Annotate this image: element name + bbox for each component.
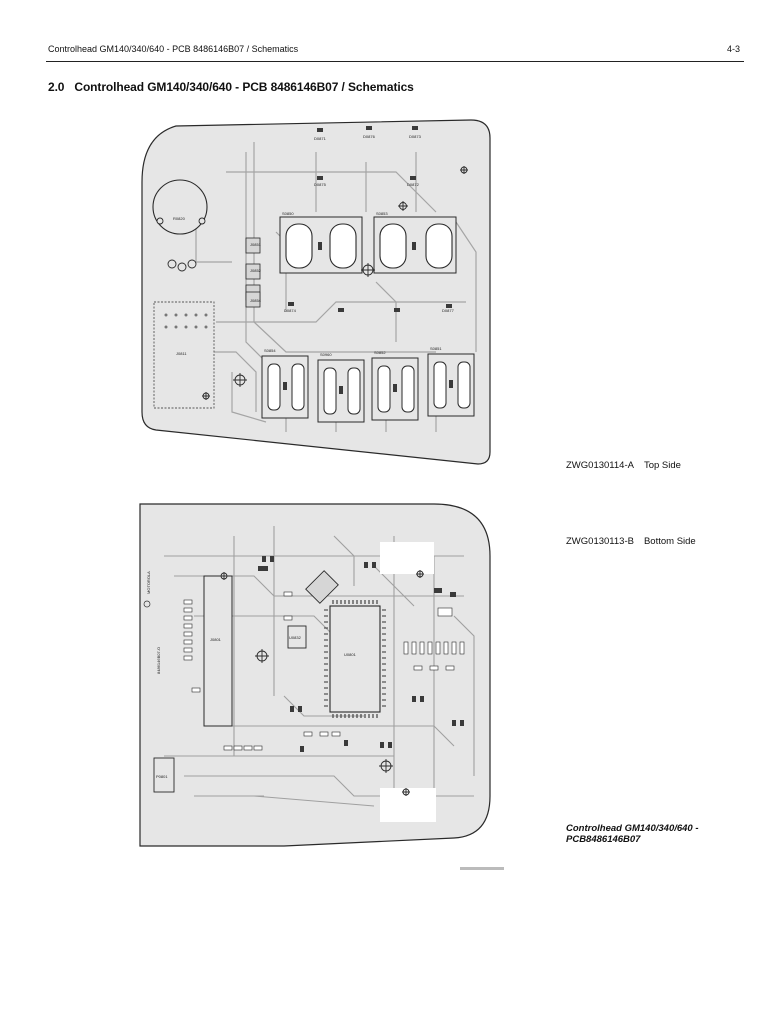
ref-p0801: P0801 bbox=[156, 774, 168, 779]
ref-board-number: 8486146B07-O bbox=[156, 647, 161, 674]
page-number: 4-3 bbox=[726, 44, 740, 54]
j0851-jumper bbox=[245, 237, 261, 254]
ref-d0877: D0877 bbox=[442, 308, 455, 313]
ref-d0872: D0872 bbox=[407, 182, 420, 187]
u0801-mcu bbox=[329, 605, 381, 713]
fine-print-mark bbox=[460, 867, 504, 870]
bottom-side-caption: ZWG0130113-B Bottom Side bbox=[566, 536, 696, 547]
ref-j0851: J0851 bbox=[250, 242, 262, 247]
board-outline-bottom bbox=[139, 503, 491, 847]
pcb-top-side-drawing: R0820 J0851 J0852 J0854 J0811 S0850 S085… bbox=[141, 119, 491, 465]
top-side-label: Top Side bbox=[643, 460, 681, 471]
ref-j0852: J0852 bbox=[250, 268, 262, 273]
p0801-connector bbox=[153, 757, 175, 793]
ref-j0801: J0801 bbox=[210, 637, 222, 642]
r0820-pot bbox=[152, 179, 208, 235]
ref-j0854: J0854 bbox=[250, 298, 262, 303]
section-number: 2.0 bbox=[48, 80, 65, 94]
j0811-connector bbox=[153, 301, 215, 409]
ref-s0960: S0960 bbox=[320, 352, 332, 357]
ref-s0851: S0851 bbox=[430, 346, 442, 351]
ref-j0811: J0811 bbox=[176, 351, 187, 356]
top-side-drawing-id: ZWG0130114-A bbox=[566, 460, 634, 471]
ref-r0820: R0820 bbox=[173, 216, 186, 221]
ref-u0832: U0832 bbox=[289, 635, 302, 640]
ref-s0852: S0852 bbox=[374, 350, 386, 355]
ref-d0875: D0875 bbox=[314, 182, 327, 187]
ref-u0801: U0801 bbox=[344, 652, 357, 657]
ref-s0853: S0853 bbox=[376, 211, 388, 216]
top-side-caption: ZWG0130114-A Top Side bbox=[566, 460, 681, 471]
section-heading: 2.0 Controlhead GM140/340/640 - PCB 84861… bbox=[48, 80, 414, 94]
pcb-bottom-side-drawing: MOTOROLA 8486146B07-O J0801 P0801 U0801 … bbox=[139, 503, 491, 847]
ref-d0871: D0871 bbox=[314, 136, 327, 141]
ref-d0876: D0876 bbox=[363, 134, 376, 139]
ref-d0873: D0873 bbox=[409, 134, 422, 139]
u0832-chip bbox=[287, 625, 307, 649]
j0801-connector bbox=[203, 575, 233, 727]
header-rule bbox=[46, 61, 744, 62]
ref-d0874: D0874 bbox=[284, 308, 297, 313]
running-header-title: Controlhead GM140/340/640 - PCB 8486146B… bbox=[48, 44, 299, 54]
ref-motorola: MOTOROLA bbox=[146, 571, 151, 594]
bottom-side-label: Bottom Side bbox=[643, 536, 696, 547]
bottom-side-drawing-id: ZWG0130113-B bbox=[566, 536, 634, 547]
section-title: Controlhead GM140/340/640 - PCB 8486146B… bbox=[74, 80, 414, 94]
j0852-jumper bbox=[245, 263, 261, 280]
figure-caption: Controlhead GM140/340/640 - PCB8486146B0… bbox=[566, 823, 699, 845]
ref-s0850: S0850 bbox=[282, 211, 294, 216]
ref-s0854: S0854 bbox=[264, 348, 276, 353]
j0854-jumper bbox=[245, 291, 261, 308]
